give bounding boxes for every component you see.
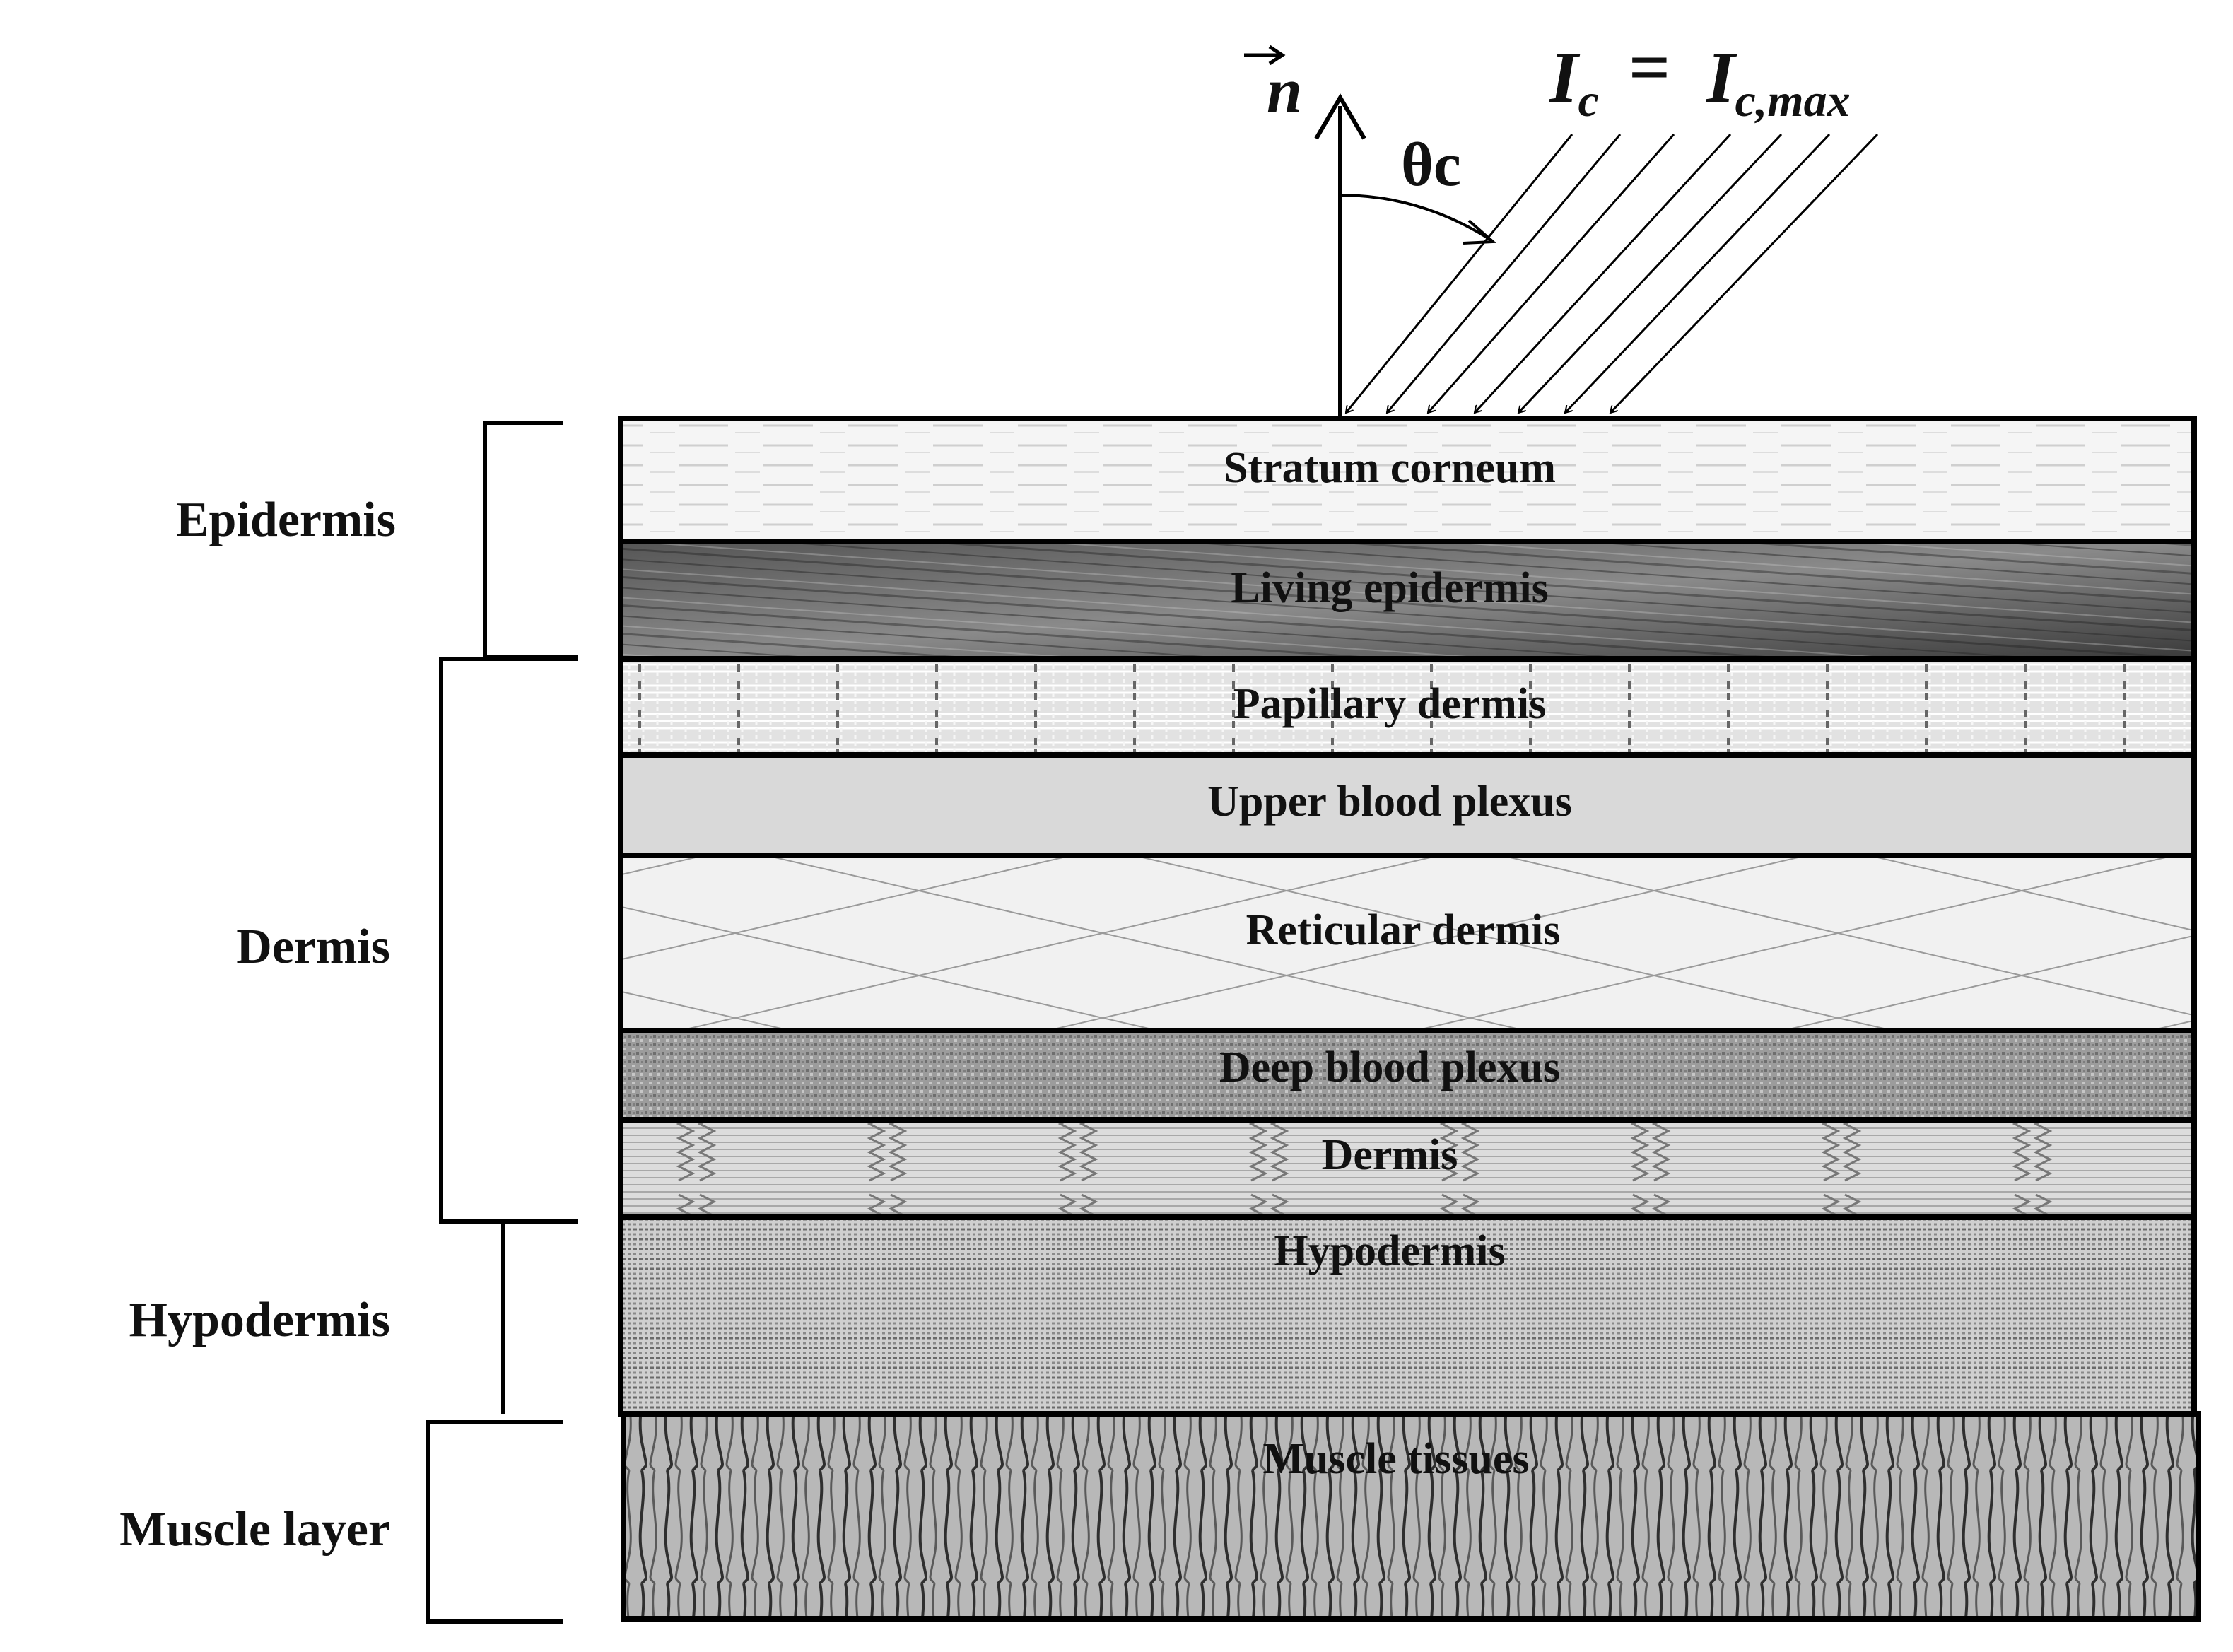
- layer-muscle-tissues: [621, 1411, 2201, 1622]
- layer-label-papillary-dermis: Papillary dermis: [1233, 680, 1547, 728]
- incident-ray-2: [1387, 134, 1622, 413]
- intensity-equals: =: [1629, 27, 1670, 108]
- incident-ray-7: [1610, 133, 1879, 413]
- incident-ray-3: [1428, 134, 1675, 413]
- layer-box-stratum-corneum: [618, 416, 2197, 544]
- incident-rays: [1346, 133, 1879, 413]
- layer-living-epidermis: [618, 539, 2197, 662]
- layer-labels: Stratum corneum Living epidermis Papilla…: [1207, 444, 1572, 1483]
- layer-label-upper-blood-plexus: Upper blood plexus: [1207, 778, 1572, 826]
- incidence-angle: θc: [1340, 131, 1497, 245]
- layer-box-muscle-tissues: [621, 1411, 2201, 1622]
- layer-label-deep-blood-plexus: Deep blood plexus: [1219, 1043, 1560, 1091]
- incident-ray-1: [1346, 134, 1573, 413]
- layer-box-dermis: [618, 1117, 2197, 1220]
- angle-arc: [1340, 194, 1493, 242]
- group-brackets: [426, 421, 578, 1624]
- layer-box-hypodermis: [618, 1214, 2197, 1417]
- intensity-equation: Ic = Ic,max: [1548, 27, 1851, 127]
- group-label-dermis: Dermis: [236, 920, 390, 974]
- bracket-muscle-layer: [426, 1420, 563, 1624]
- layer-hypodermis: [618, 1214, 2197, 1417]
- angle-arc-arrowhead: [1463, 219, 1497, 245]
- bracket-epidermis: [483, 421, 578, 660]
- layer-box-papillary-dermis: [618, 656, 2197, 758]
- incident-ray-5: [1518, 133, 1783, 413]
- layer-label-living-epidermis: Living epidermis: [1231, 564, 1549, 612]
- bracket-dermis: [439, 657, 578, 1224]
- group-label-hypodermis: Hypodermis: [129, 1293, 390, 1347]
- group-labels: Epidermis Dermis Hypodermis Muscle layer: [119, 493, 396, 1557]
- normal-arrowhead: [1314, 93, 1366, 140]
- layer-label-hypodermis: Hypodermis: [1274, 1227, 1505, 1275]
- layer-stratum-corneum: [618, 416, 2197, 544]
- intensity-rhs: Ic,max: [1705, 37, 1851, 127]
- incident-ray-4: [1475, 133, 1732, 413]
- layer-label-reticular-dermis: Reticular dermis: [1246, 906, 1561, 954]
- layer-papillary-dermis: [618, 656, 2197, 758]
- group-label-epidermis: Epidermis: [176, 493, 396, 547]
- incident-ray-6: [1565, 133, 1831, 413]
- normal-vector-overarrow: [1244, 45, 1286, 66]
- angle-label: θc: [1401, 131, 1461, 199]
- layer-label-stratum-corneum: Stratum corneum: [1224, 444, 1556, 492]
- group-label-muscle-layer: Muscle layer: [119, 1502, 390, 1557]
- intensity-lhs: Ic: [1548, 37, 1599, 127]
- layer-label-muscle-tissues: Muscle tissues: [1262, 1435, 1529, 1483]
- normal-symbol: n: [1267, 56, 1302, 126]
- layer-label-dermis: Dermis: [1322, 1131, 1458, 1179]
- layers-group: [618, 416, 2201, 1622]
- layer-box-living-epidermis: [618, 539, 2197, 662]
- normal-vector: n: [1244, 45, 1366, 417]
- layer-dermis: [618, 1117, 2197, 1220]
